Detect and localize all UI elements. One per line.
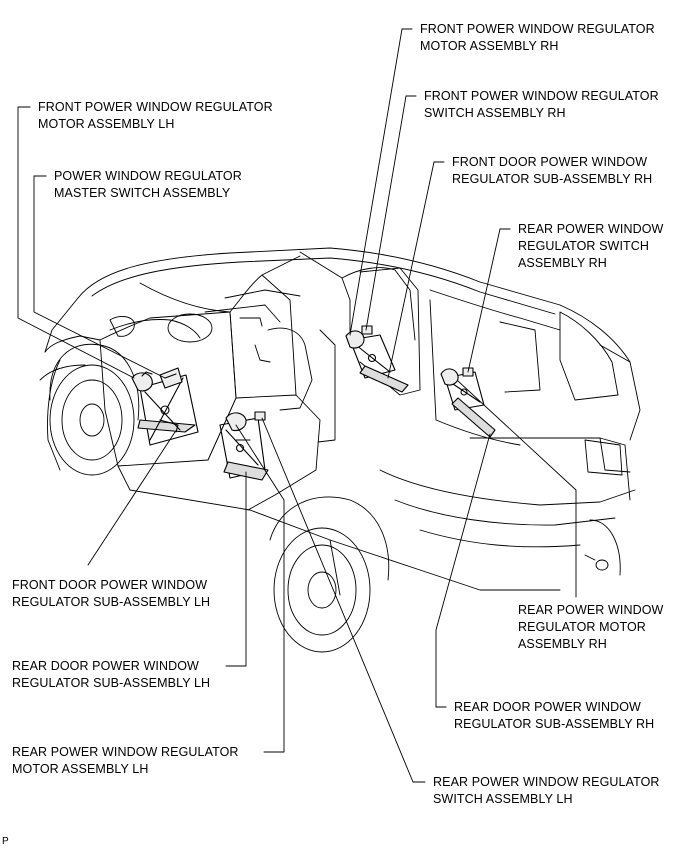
front-door-regulator-lh: [137, 374, 199, 446]
label-rear-switch-lh: REAR POWER WINDOW REGULATOR SWITCH ASSEM…: [433, 774, 660, 808]
label-line: FRONT POWER WINDOW REGULATOR: [420, 22, 655, 36]
label-line: SWITCH ASSEMBLY LH: [433, 792, 573, 806]
rear-switch-lh: [254, 411, 266, 421]
master-switch: [159, 367, 183, 389]
label-line: ASSEMBLY RH: [518, 637, 607, 651]
label-rear-door-sub-lh: REAR DOOR POWER WINDOW REGULATOR SUB-ASS…: [12, 658, 210, 692]
rear-left-wheel: [269, 496, 390, 653]
rear-motor-rh: [440, 368, 459, 386]
label-front-motor-rh: FRONT POWER WINDOW REGULATOR MOTOR ASSEM…: [420, 21, 655, 55]
rear-motor-lh: [225, 412, 247, 432]
front-door-regulator-rh: [349, 334, 409, 393]
label-line: REGULATOR MOTOR: [518, 620, 646, 634]
label-rear-motor-lh: REAR POWER WINDOW REGULATOR MOTOR ASSEMB…: [12, 744, 239, 778]
label-line: FRONT DOOR POWER WINDOW: [452, 155, 648, 169]
label-line: ASSEMBLY RH: [518, 256, 607, 270]
label-front-motor-lh: FRONT POWER WINDOW REGULATOR MOTOR ASSEM…: [38, 99, 273, 133]
label-front-door-sub-rh: FRONT DOOR POWER WINDOW REGULATOR SUB-AS…: [452, 154, 652, 188]
label-line: MOTOR ASSEMBLY LH: [38, 117, 175, 131]
label-line: REAR POWER WINDOW: [518, 222, 664, 236]
label-line: REAR DOOR POWER WINDOW: [454, 700, 641, 714]
label-front-switch-rh: FRONT POWER WINDOW REGULATOR SWITCH ASSE…: [424, 88, 659, 122]
label-line: FRONT POWER WINDOW REGULATOR: [424, 89, 659, 103]
label-line: REGULATOR SUB-ASSEMBLY LH: [12, 595, 211, 609]
label-line: SWITCH ASSEMBLY RH: [424, 106, 566, 120]
label-line: REAR DOOR POWER WINDOW: [12, 659, 199, 673]
label-line: MOTOR ASSEMBLY RH: [420, 39, 559, 53]
front-motor-rh: [345, 330, 365, 349]
label-line: REGULATOR SUB-ASSEMBLY LH: [12, 676, 211, 690]
label-rear-motor-rh: REAR POWER WINDOW REGULATOR MOTOR ASSEMB…: [518, 602, 663, 653]
front-left-wheel: [49, 343, 140, 476]
label-line: MOTOR ASSEMBLY LH: [12, 762, 149, 776]
label-line: REAR POWER WINDOW: [518, 603, 664, 617]
label-master-switch: POWER WINDOW REGULATOR MASTER SWITCH ASS…: [54, 168, 242, 202]
figure-id: P: [2, 836, 9, 847]
label-rear-door-sub-rh: REAR DOOR POWER WINDOW REGULATOR SUB-ASS…: [454, 699, 654, 733]
label-line: MASTER SWITCH ASSEMBLY: [54, 186, 231, 200]
front-switch-rh: [361, 325, 373, 335]
rear-right-wheel: [589, 519, 621, 576]
label-line: REAR POWER WINDOW REGULATOR: [433, 775, 660, 789]
label-line: REGULATOR SWITCH: [518, 239, 650, 253]
label-line: REGULATOR SUB-ASSEMBLY RH: [454, 717, 655, 731]
label-line: REAR POWER WINDOW REGULATOR: [12, 745, 239, 759]
label-front-door-sub-lh: FRONT DOOR POWER WINDOW REGULATOR SUB-AS…: [12, 577, 210, 611]
label-line: REGULATOR SUB-ASSEMBLY RH: [452, 172, 653, 186]
label-rear-switch-rh: REAR POWER WINDOW REGULATOR SWITCH ASSEM…: [518, 221, 663, 272]
label-line: FRONT POWER WINDOW REGULATOR: [38, 100, 273, 114]
front-motor-lh: [131, 371, 153, 392]
label-line: FRONT DOOR POWER WINDOW: [12, 578, 208, 592]
vehicle-body-outline: [39, 247, 641, 596]
leader-lines: [17, 28, 577, 783]
label-line: POWER WINDOW REGULATOR: [54, 169, 242, 183]
